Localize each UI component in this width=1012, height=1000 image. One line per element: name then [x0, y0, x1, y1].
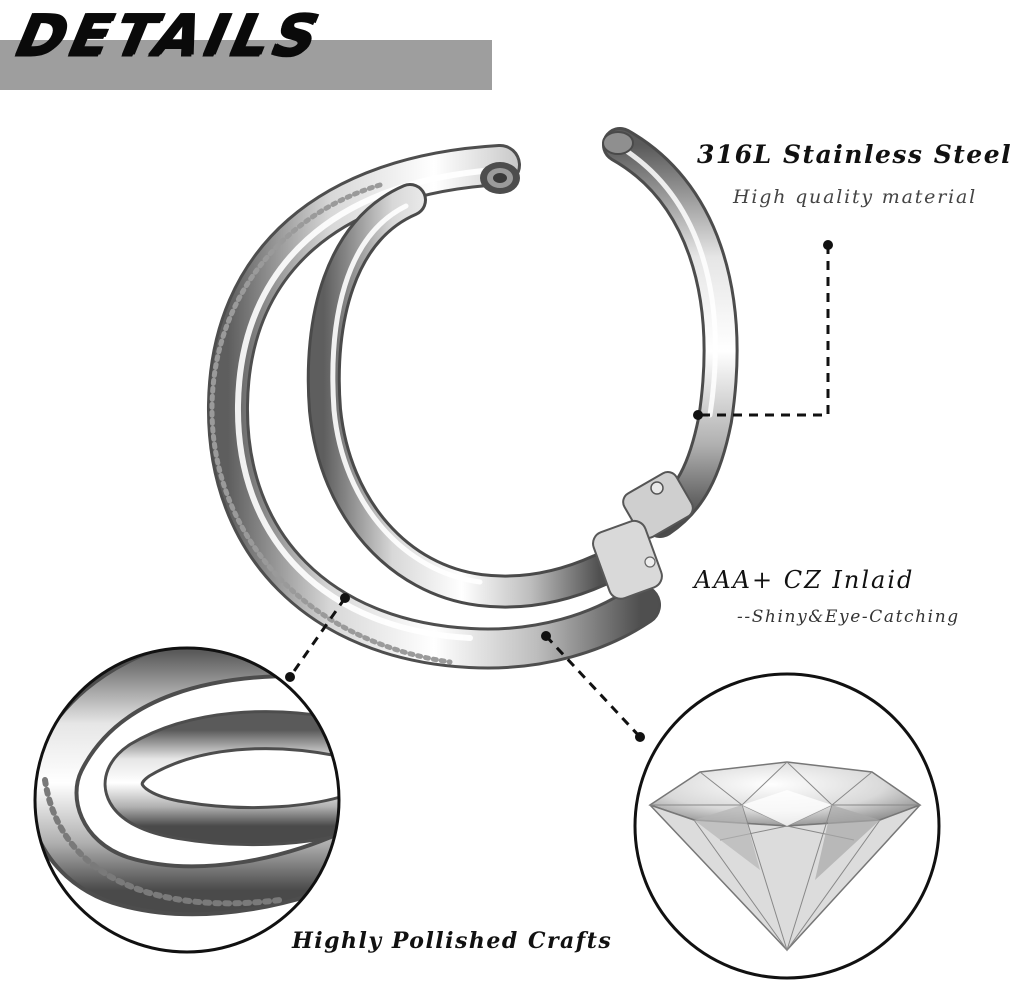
callout-lines	[288, 245, 830, 739]
finish-title: Highly Pollished Crafts	[292, 928, 613, 954]
callout-dots	[285, 240, 833, 742]
main-ring-image	[206, 127, 739, 670]
ring-closeup-circle	[33, 646, 341, 954]
stone-title: AAA+ CZ Inlaid	[694, 566, 915, 594]
stone-subtitle: --Shiny&Eye-Catching	[737, 607, 960, 627]
gem-closeup-circle	[633, 672, 941, 980]
gem-image	[648, 761, 922, 952]
material-title: 316L Stainless Steel	[697, 140, 1012, 169]
header-bar	[0, 40, 492, 90]
material-subtitle: High quality material	[733, 186, 977, 208]
